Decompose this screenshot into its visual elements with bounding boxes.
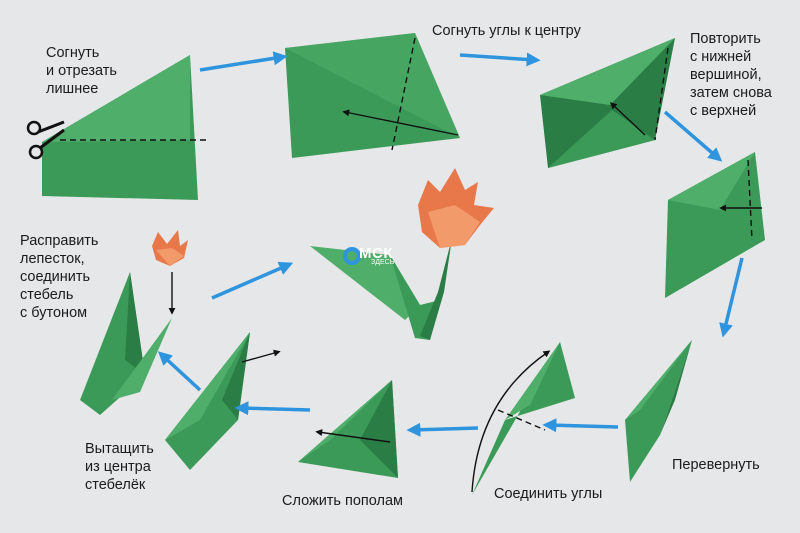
- label-step7: Вытащить из центра стебелёк: [85, 441, 154, 493]
- step8-paper: [165, 332, 281, 470]
- small-bud-icon: [152, 230, 188, 266]
- scissors-icon: [26, 120, 65, 160]
- step7-paper: [298, 380, 398, 478]
- arrow-5: [542, 418, 619, 433]
- step1-paper: [42, 55, 210, 200]
- logo-sub-text: ЗДЕСЬ: [371, 259, 395, 266]
- arrow-7: [234, 401, 311, 416]
- label-step1: Согнуть и отрезать лишнее: [46, 45, 117, 97]
- step4-paper: [665, 152, 765, 298]
- arrow-9: [211, 261, 294, 300]
- step3-paper: [540, 38, 675, 168]
- arrow-4: [719, 257, 744, 338]
- arrow-1: [199, 51, 288, 72]
- label-step6: Сложить пополам: [282, 493, 404, 509]
- arrow-6: [406, 422, 479, 437]
- label-step5: Соединить углы: [494, 486, 603, 502]
- arrow-8: [157, 351, 202, 392]
- label-step8: Расправить лепесток, соединить стебель с…: [20, 233, 99, 321]
- arrow-3: [663, 110, 723, 162]
- final-tulip: [310, 168, 494, 340]
- label-step3: Повторить с нижней вершиной, затем снова…: [690, 31, 772, 119]
- step2-paper: [285, 33, 460, 158]
- flow-arrows: [157, 51, 744, 437]
- msk-logo: МСК ЗДЕСЬ: [342, 244, 400, 268]
- arrow-2: [459, 52, 541, 67]
- logo-ring-icon: [343, 247, 361, 265]
- label-step2: Согнуть углы к центру: [432, 23, 581, 39]
- logo-main-text: МСК: [359, 245, 393, 262]
- step5-paper: [625, 340, 692, 482]
- step6-paper: [471, 342, 575, 495]
- step9-paper: [80, 272, 176, 415]
- label-step4: Перевернуть: [672, 457, 760, 473]
